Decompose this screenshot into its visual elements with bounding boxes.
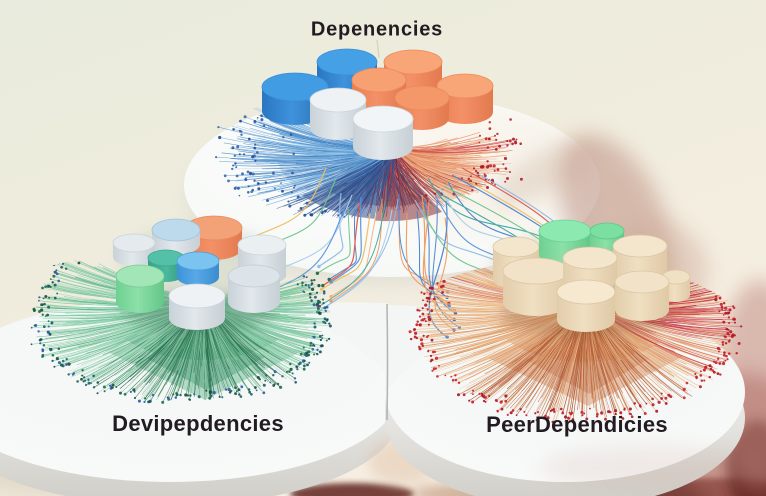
- svg-text:PeerDependicies: PeerDependicies: [486, 412, 668, 437]
- svg-text:Devipepdencies: Devipepdencies: [112, 411, 284, 436]
- svg-text:Depenencies: Depenencies: [311, 19, 443, 41]
